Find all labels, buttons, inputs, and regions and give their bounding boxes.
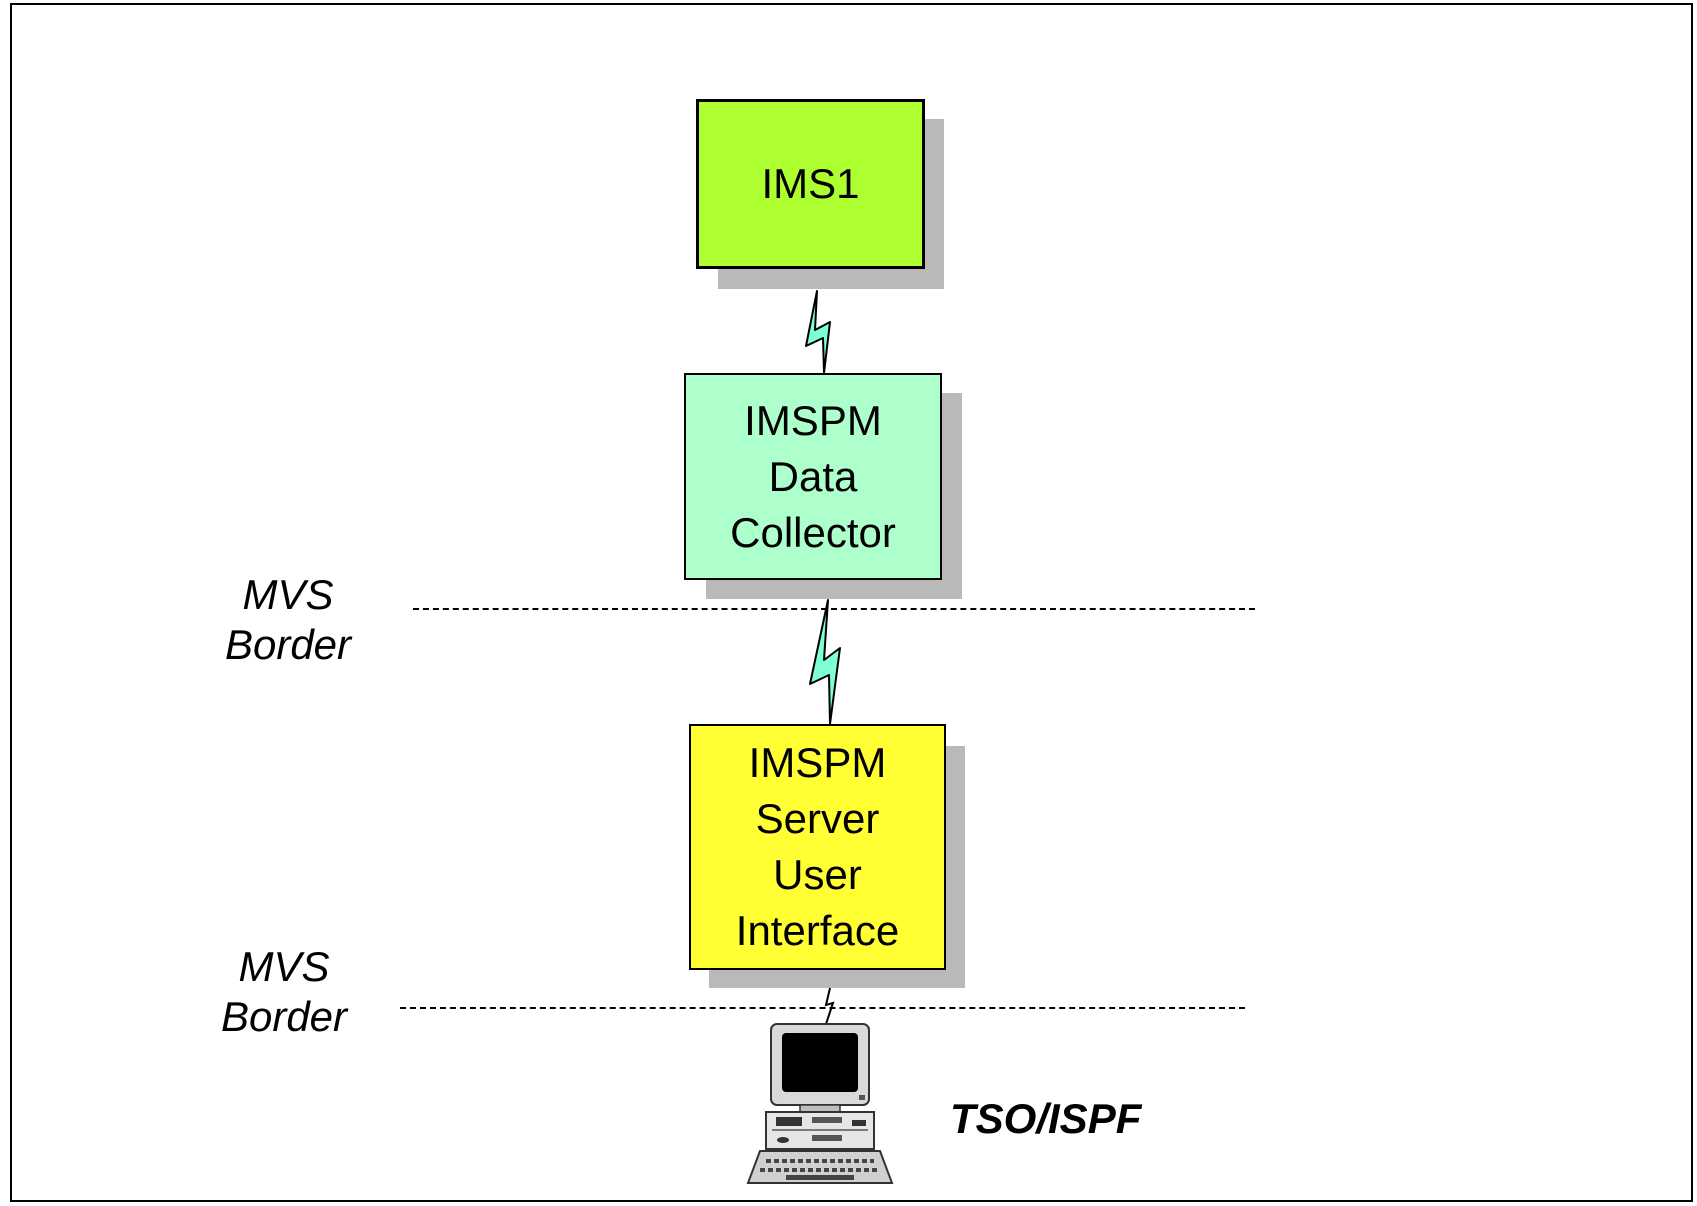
ims1-label: IMS1 [761,160,860,207]
mvs-border-lower-line-2: Border [220,993,348,1040]
mvs-border-upper-line-2: Border [224,621,352,668]
data-collector-line-2: Data [768,452,858,500]
mvs-border-line-upper [413,608,1255,610]
server-ui-line-1: IMSPM [748,739,887,786]
mvs-border-line-lower [400,1007,1245,1009]
data-collector-node: IMSPM Data Collector [684,373,962,601]
server-ui-line-4: Interface [735,907,900,954]
ims1-box: IMS1 [696,99,925,269]
data-collector-line-1: IMSPM [744,396,882,444]
computer-icon [746,1023,894,1184]
diagram-frame [10,3,1693,1202]
ims1-node: IMS1 [696,99,944,291]
data-collector-box: IMSPM Data Collector [684,373,942,580]
lightning-bolt-icon [809,599,841,725]
lightning-bolt-icon [824,987,835,1025]
server-ui-line-2: Server [755,795,880,842]
data-collector-line-3: Collector [730,508,896,556]
mvs-border-upper-line-1: MVS [242,571,334,618]
mvs-border-label-upper: MVS Border [200,570,376,670]
server-ui-line-3: User [773,851,862,898]
server-ui-node: IMSPM Server User Interface [689,724,965,988]
mvs-border-lower-line-1: MVS [238,943,330,990]
lightning-bolt-icon [805,290,831,374]
terminal-label: TSO/ISPF [950,1095,1142,1142]
server-ui-box: IMSPM Server User Interface [689,724,946,970]
mvs-border-label-lower: MVS Border [196,942,372,1042]
